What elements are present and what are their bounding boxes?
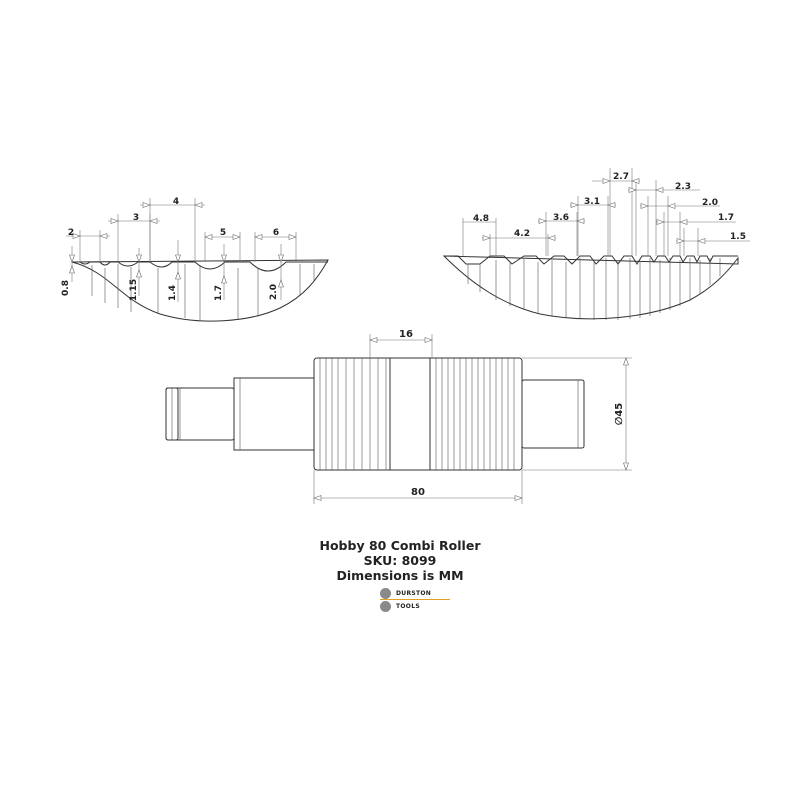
left-width-label-1: 3 — [133, 213, 139, 223]
logo-word-tools: TOOLS — [396, 603, 420, 610]
right-pitch-label-1: 4.2 — [514, 229, 530, 239]
caption-title: Hobby 80 Combi Roller — [319, 538, 481, 553]
right-groove-set — [435, 358, 515, 470]
left-width-label-4: 6 — [273, 228, 279, 238]
logo-bar — [380, 599, 450, 601]
left-width-label-3: 5 — [220, 228, 226, 238]
groove-width-label: 16 — [399, 329, 413, 340]
durston-logo: DURSTON TOOLS — [380, 588, 450, 616]
left-depth-label-2: 1.4 — [168, 285, 178, 301]
right-pitch-label-2: 3.6 — [553, 213, 569, 223]
left-width-label-0: 2 — [68, 228, 74, 238]
roller-side-view: 16 80 ∅45 — [165, 329, 632, 504]
right-pitch-label-0: 4.8 — [473, 214, 489, 224]
right-pitch-label-6: 2.0 — [702, 198, 718, 208]
left-depth-label-0: 0.8 — [61, 280, 71, 296]
right-pitch-label-3: 3.1 — [584, 197, 600, 207]
total-length-label: 80 — [411, 487, 425, 498]
left-depth-label-4: 2.0 — [269, 284, 279, 300]
left-profile-section: 2 3 4 5 6 0.8 1.15 1.4 1.7 2.0 — [61, 197, 329, 322]
logo-word-durston: DURSTON — [396, 590, 432, 597]
right-pitch-label-5: 2.3 — [675, 182, 691, 192]
left-depth-label-1: 1.15 — [129, 279, 139, 301]
right-profile-section: 4.8 4.2 3.6 3.1 2.7 2.3 2.0 1.7 1.5 — [442, 168, 750, 320]
diameter-label: ∅45 — [614, 403, 625, 426]
left-width-label-2: 4 — [173, 197, 179, 207]
right-pitch-label-8: 1.5 — [730, 232, 746, 242]
left-depth-label-3: 1.7 — [214, 285, 224, 301]
logo-dot-top — [380, 588, 391, 599]
caption-units: Dimensions is MM — [336, 568, 464, 583]
left-groove-set — [319, 358, 387, 470]
logo-dot-bottom — [380, 601, 391, 612]
right-pitch-label-7: 1.7 — [718, 213, 734, 223]
caption-sku: SKU: 8099 — [363, 553, 437, 568]
right-pitch-label-4: 2.7 — [613, 172, 629, 182]
